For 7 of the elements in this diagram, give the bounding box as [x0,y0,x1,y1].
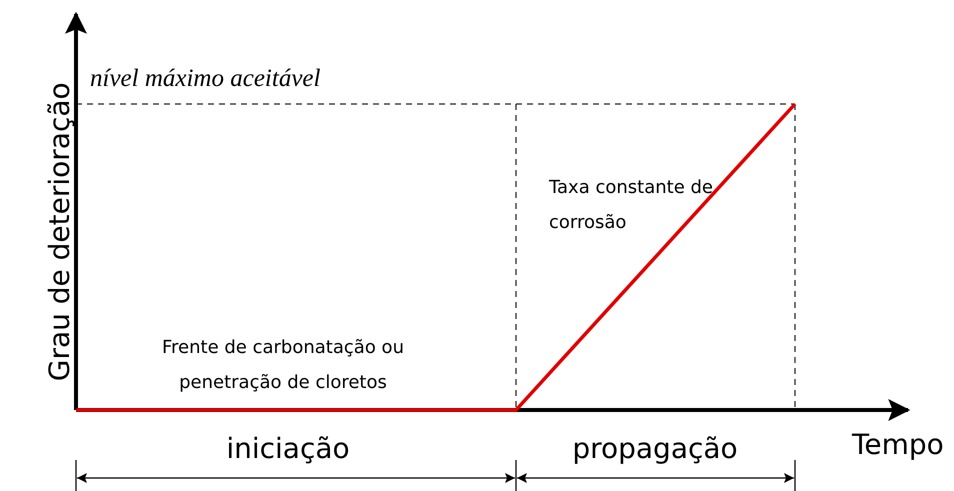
phase-label: iniciação [225,432,351,466]
phase-label: propagação [571,432,739,466]
threshold-label: nível máximo aceitável [90,64,320,94]
axis-title: Grau de deterioração [43,82,77,382]
annotation-text: Taxa constante de corrosão [549,176,714,236]
annotation-text: Frente de carbonatação ou penetração de cloretos [161,336,405,396]
axis-title: Tempo [852,428,944,462]
